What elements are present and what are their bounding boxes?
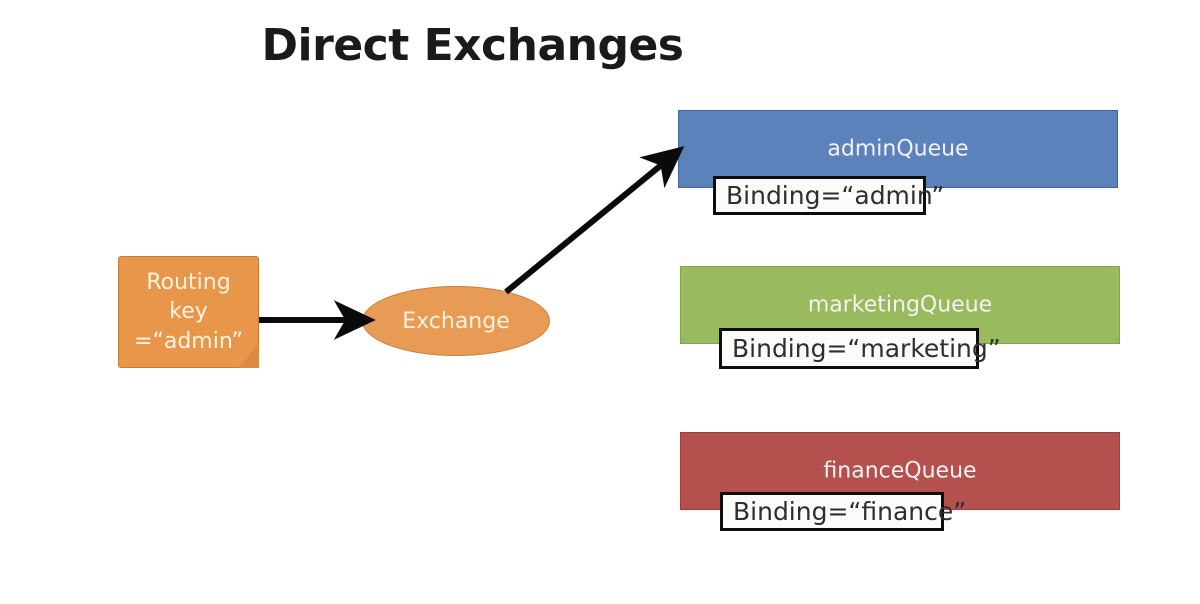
exchange-node: Exchange	[362, 286, 550, 356]
finance-binding-label: Binding=“finance”	[733, 497, 967, 526]
admin-binding-box: Binding=“admin”	[713, 176, 944, 215]
marketing-binding-box: Binding=“marketing”	[719, 328, 1001, 369]
finance-binding-box: Binding=“finance”	[720, 492, 966, 531]
exchange-label: Exchange	[402, 308, 510, 334]
routing-key-line-3: =“admin”	[134, 328, 243, 354]
routing-key-line-1: Routing	[146, 270, 231, 296]
marketing-binding-label: Binding=“marketing”	[732, 334, 1001, 363]
admin-queue-box: adminQueue	[678, 110, 1118, 188]
finance-queue-label: financeQueue	[823, 458, 977, 484]
routing-key-note-text: Routing key =“admin”	[118, 256, 259, 368]
page-title: Direct Exchanges	[261, 20, 684, 71]
admin-queue-label: adminQueue	[827, 136, 969, 162]
marketing-queue-label: marketingQueue	[807, 292, 993, 318]
routing-key-line-2: key	[169, 299, 208, 325]
marketing-queue-box: marketingQueue	[680, 266, 1120, 344]
admin-binding-label: Binding=“admin”	[726, 181, 945, 210]
routing-key-note-shape	[118, 256, 259, 368]
routing-key-note: Routing key =“admin”	[118, 256, 259, 368]
arrow-exchange-to-admin-queue	[504, 146, 685, 295]
